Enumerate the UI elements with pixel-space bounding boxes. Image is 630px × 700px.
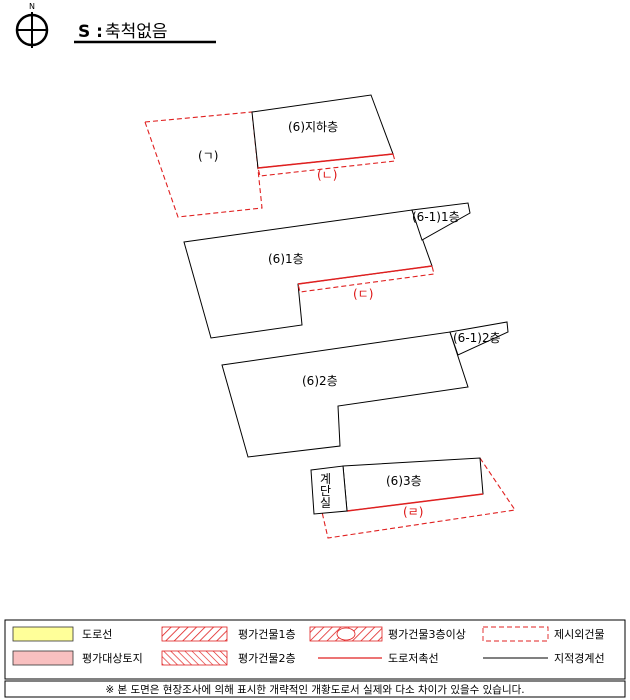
legend-road-label: 도로선 [82,628,112,641]
legend-floor1-label: 평가건물1층 [238,628,296,641]
floor3-label: (6)3층 [386,474,422,488]
floor1-annex-outline [411,202,471,241]
stair-label-2: 단 [320,484,331,498]
scale-s-label: S : [78,22,103,42]
scale-title: S : 축척없음 [74,22,216,44]
floor1-label: (6)1층 [268,252,304,266]
footer-note-text: ※ 본 도면은 현장조사에 의해 표시한 개략적인 개황도로서 실제와 다소 차… [105,683,524,696]
legend-target-land-swatch [12,650,74,666]
stair-label-3: 실 [320,496,331,510]
floor1-outline [183,209,433,339]
basement-label: (6)지하층 [288,120,338,134]
legend-cadastral-label: 지적경계선 [554,652,605,665]
floor2-annex-label: (6-1)2층 [453,331,501,345]
floor2-outline [221,331,469,458]
road-c-label: (ㄷ) [353,287,373,301]
legend-floor2-label: 평가건물2층 [238,652,296,665]
stair-label-1: 계 [320,472,331,486]
legend-target-land-label: 평가대상토지 [82,652,143,665]
road-b-label: (ㄴ) [317,168,337,182]
legend-excluded-label: 제시외건물 [554,628,605,641]
footer-note: ※ 본 도면은 현장조사에 의해 표시한 개략적인 개황도로서 실제와 다소 차… [4,680,626,698]
floor3-block: (6)3층 계 단 실 (ㄹ) [310,457,516,539]
floor2-block: (6)2층 (6-1)2층 [221,321,509,458]
floor1-annex-label: (6-1)1층 [412,210,460,224]
north-arrow-icon: N [15,2,49,48]
scale-text: 축척없음 [105,22,168,42]
stair-room-outline [310,465,348,515]
floor1-block: (6)1층 (6-1)1층 (ㄷ) [183,202,471,339]
floor3-road-area [321,457,516,539]
north-label: N [29,2,35,11]
legend-road-swatch [12,626,74,642]
legend-floor1-swatch [161,626,228,642]
road-d-label: (ㄹ) [403,505,423,519]
legend-floor3plus-label: 평가건물3층이상 [388,628,466,641]
floor2-annex-outline [449,321,509,356]
floor2-label: (6)2층 [302,374,338,388]
legend-road-reserve-label: 도로저촉선 [388,652,439,665]
legend: 도로선 평가건물1층 평가건물3층이상 제시외건물 평가대상토지 평가건물2층 … [4,619,626,680]
legend-floor2-swatch [161,650,228,666]
basement-block: (6)지하층 (ㄱ) (ㄴ) [144,94,396,218]
legend-excluded-swatch [482,626,549,642]
excluded-area-left [144,111,263,218]
area-a-label: (ㄱ) [198,149,218,163]
